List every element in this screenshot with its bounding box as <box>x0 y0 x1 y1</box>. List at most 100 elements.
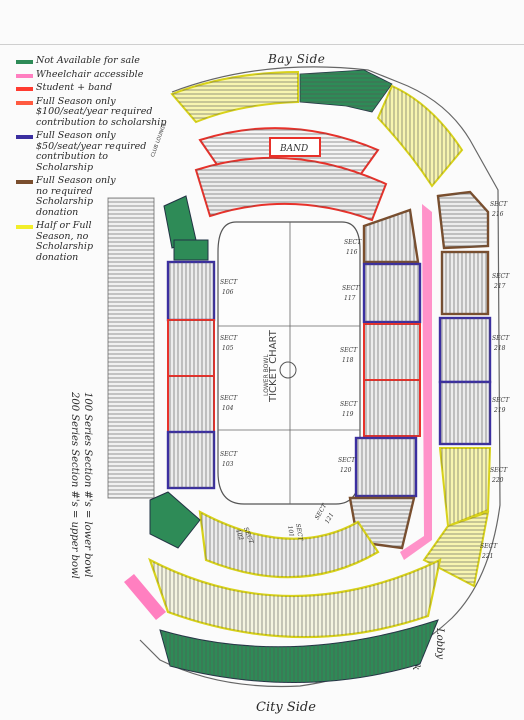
sect-119-word: SECT <box>340 401 358 408</box>
sect-105-word: SECT <box>220 335 238 342</box>
legend-line: Not Available for sale <box>36 55 140 66</box>
bottom-green-rows <box>160 620 438 683</box>
section-117-rows <box>364 264 420 322</box>
ticket-chart-label: TICKET CHART <box>268 329 279 403</box>
sect-220-word: SECT <box>490 467 508 474</box>
sect-116-word: SECT <box>344 239 362 246</box>
sect-216-word: SECT <box>490 201 508 208</box>
sect-104-word: SECT <box>220 395 238 402</box>
sect-117-word: SECT <box>342 285 360 292</box>
legend-swatch-green <box>16 60 33 64</box>
sect-117-num: 117 <box>344 295 356 302</box>
section-104-rows <box>168 376 214 432</box>
legend-item-full-season-100: Full Season only $100/seat/year required… <box>14 95 184 129</box>
section-216-rows <box>438 192 488 248</box>
legend-line: Scholarship <box>36 241 94 252</box>
sect-217-word: SECT <box>492 273 510 280</box>
sect-119-num: 119 <box>342 411 354 418</box>
sect-219-num: 219 <box>493 407 506 414</box>
bay-side-label: Bay Side <box>268 52 326 66</box>
legend-line: Full Season only <box>36 175 116 186</box>
sect-102-num: 102 <box>234 528 245 541</box>
legend-line: no required <box>36 185 93 197</box>
section-106-rows <box>168 262 214 320</box>
legend-item-student-band: Student + band <box>14 82 184 94</box>
sect-218-word: SECT <box>492 335 510 342</box>
sect-118-word: SECT <box>340 347 358 354</box>
legend-line: contribution to <box>36 151 109 162</box>
sect-101-num: 101 <box>286 525 295 537</box>
legend-item-half-or-full: Half or Full Season, no Scholarship dona… <box>14 220 184 263</box>
section-118-rows <box>364 324 420 380</box>
city-side-label: City Side <box>256 700 316 715</box>
left-green-mid <box>173 239 209 261</box>
lower-bowl-end-rows <box>196 157 386 220</box>
bottom-lower-rows <box>200 512 378 578</box>
legend-line: Student + band <box>36 82 113 93</box>
wheelchair-strip-bottom-left <box>124 574 166 620</box>
sect-217-num: 217 <box>493 283 506 290</box>
legend-line: Half or Full <box>36 220 92 231</box>
top-green-rows <box>300 70 392 112</box>
legend-line: Scholarship <box>36 196 94 207</box>
sect-106-num: 106 <box>222 289 234 296</box>
center-logo <box>279 361 297 379</box>
legend-item-not-available: Not Available for sale <box>14 55 184 67</box>
sect-105-num: 105 <box>222 345 234 352</box>
legend-line: Season, no <box>36 230 89 242</box>
legend-swatch-red <box>16 87 33 91</box>
scan-edge-line <box>0 44 524 45</box>
sect-118-num: 118 <box>342 357 354 364</box>
top-right-yellow-rows <box>378 86 462 186</box>
section-217-rows <box>442 252 488 314</box>
rink-outline <box>217 221 361 505</box>
sect-220-num: 220 <box>491 477 504 484</box>
wheelchair-strip-right <box>400 204 432 560</box>
legend-line: $50/seat/year required <box>36 140 147 152</box>
legend: Not Available for sale Wheelchair access… <box>14 55 184 263</box>
sect-116-num: 116 <box>346 249 358 256</box>
sect-101-word: SECT <box>294 523 304 542</box>
legend-line: Scholarship <box>36 161 94 173</box>
section-221-rows <box>424 512 488 586</box>
legend-item-wheelchair: Wheelchair accessible <box>14 68 184 81</box>
sect-103-word: SECT <box>220 451 238 458</box>
upper-bowl-outline <box>139 66 501 688</box>
band-box <box>269 137 321 157</box>
left-green-lower-side <box>149 491 201 549</box>
section-119-rows <box>364 380 420 436</box>
sect-219-word: SECT <box>492 397 510 404</box>
sect-221-word: SECT <box>480 543 498 550</box>
sect-103-num: 103 <box>222 461 234 468</box>
legend-swatch-purple <box>16 135 33 139</box>
bottom-upper-rows <box>150 560 440 638</box>
sect-120-word: SECT <box>338 457 356 464</box>
sect-216-num: 216 <box>491 211 504 218</box>
top-left-yellow-rows <box>172 72 298 122</box>
sect-104-num: 104 <box>222 405 234 412</box>
sect-218-num: 218 <box>493 345 506 352</box>
legend-swatch-brown <box>16 180 33 184</box>
legend-line: Wheelchair accessible <box>36 68 144 80</box>
left-aisle-rows <box>108 198 154 498</box>
sect-121-num: 121 <box>324 512 336 525</box>
section-105-rows <box>168 320 214 376</box>
legend-swatch-orange-red <box>16 100 33 105</box>
legend-line: Full Season only <box>36 95 116 107</box>
section-103-rows <box>168 432 214 488</box>
lower-bowl-label: LOWER BOWL <box>263 354 270 396</box>
legend-line: Full Season only <box>36 130 116 141</box>
legend-swatch-yellow <box>16 225 33 229</box>
sect-120-num: 120 <box>340 467 352 474</box>
legend-line: contribution to scholarship <box>36 116 167 128</box>
legend-line: $100/seat/year required <box>36 106 153 117</box>
sect-106-word: SECT <box>220 279 238 286</box>
band-label: BAND <box>279 144 308 154</box>
section-116-rows <box>364 210 418 262</box>
section-120-rows <box>356 438 416 496</box>
legend-line: donation <box>36 206 79 218</box>
legend-item-full-season-no-donation: Full Season only no required Scholarship… <box>14 175 184 218</box>
section-220-rows <box>440 448 490 526</box>
